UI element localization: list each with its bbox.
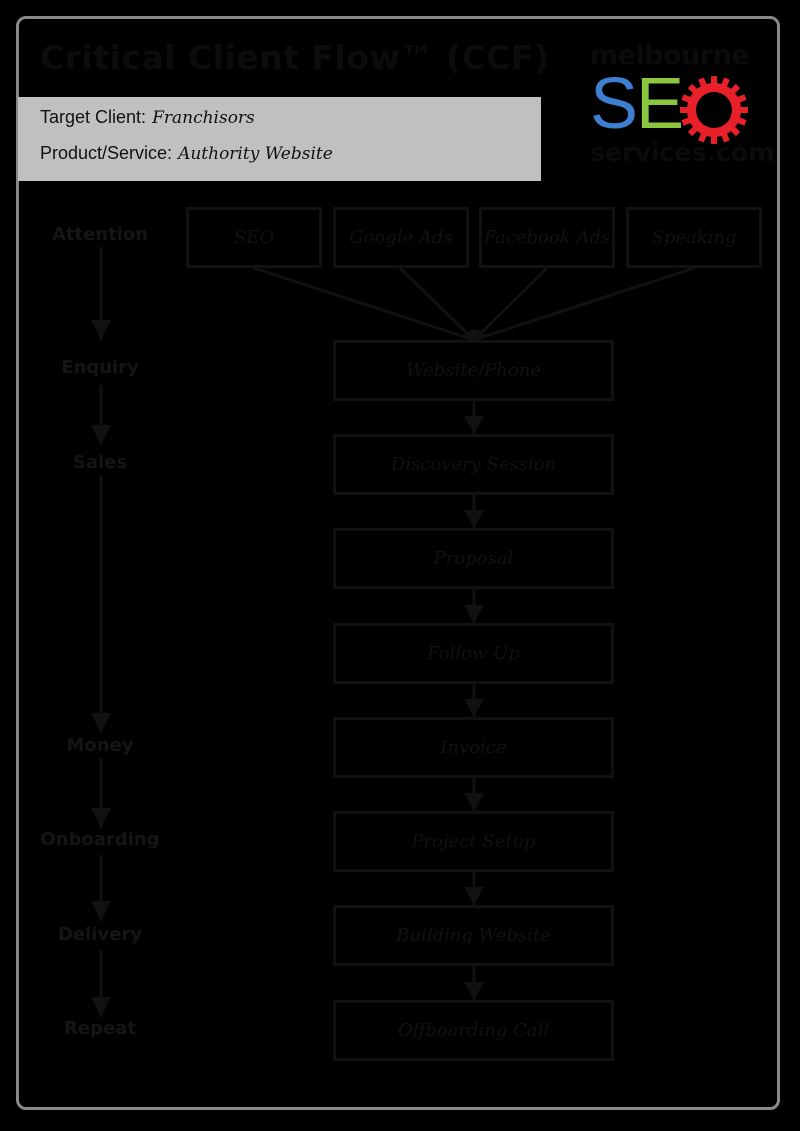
step-website-phone: Website/Phone	[333, 340, 614, 401]
step-proposal: Proposal	[333, 528, 614, 589]
channel-facebook-ads: Facebook Ads	[479, 207, 615, 268]
step-invoice: Invoice	[333, 717, 614, 778]
stage-delivery: Delivery	[57, 924, 143, 945]
channel-speaking: Speaking	[626, 207, 762, 268]
logo-top-text: melbourne	[590, 40, 750, 71]
step-project-setup: Project Setup	[333, 811, 614, 872]
step-follow-up: Follow Up	[333, 623, 614, 684]
info-box: Target Client:Franchisors Product/Servic…	[18, 97, 541, 181]
stage-enquiry: Enquiry	[61, 357, 139, 378]
logo-e: E	[636, 64, 685, 144]
logo-bottom-text: services.com	[590, 138, 775, 168]
channel-google-ads: Google Ads	[333, 207, 469, 268]
stage-sales: Sales	[72, 452, 128, 473]
product-service-row: Product/Service:Authority Website	[40, 143, 333, 164]
channel-seo: SEO	[186, 207, 322, 268]
step-offboarding-call: Offboarding Call	[333, 1000, 614, 1061]
stage-repeat: Repeat	[64, 1018, 136, 1039]
melbourne-seo-logo: melbourne S E services.com	[590, 40, 775, 170]
step-discovery-session: Discovery Session	[333, 434, 614, 495]
stage-attention: Attention	[51, 224, 149, 245]
stage-onboarding: Onboarding	[40, 829, 160, 850]
target-client-row: Target Client:Franchisors	[40, 107, 255, 128]
product-service-value: Authority Website	[178, 144, 333, 164]
target-client-label: Target Client:	[40, 107, 147, 127]
page-frame	[16, 16, 780, 1110]
gear-icon	[680, 76, 748, 144]
stage-money: Money	[66, 735, 134, 756]
product-service-label: Product/Service:	[40, 143, 173, 163]
page-title: Critical Client Flow™ (CCF)	[40, 38, 550, 77]
logo-s: S	[590, 64, 639, 144]
step-building-website: Building Website	[333, 905, 614, 966]
target-client-value: Franchisors	[152, 108, 255, 128]
